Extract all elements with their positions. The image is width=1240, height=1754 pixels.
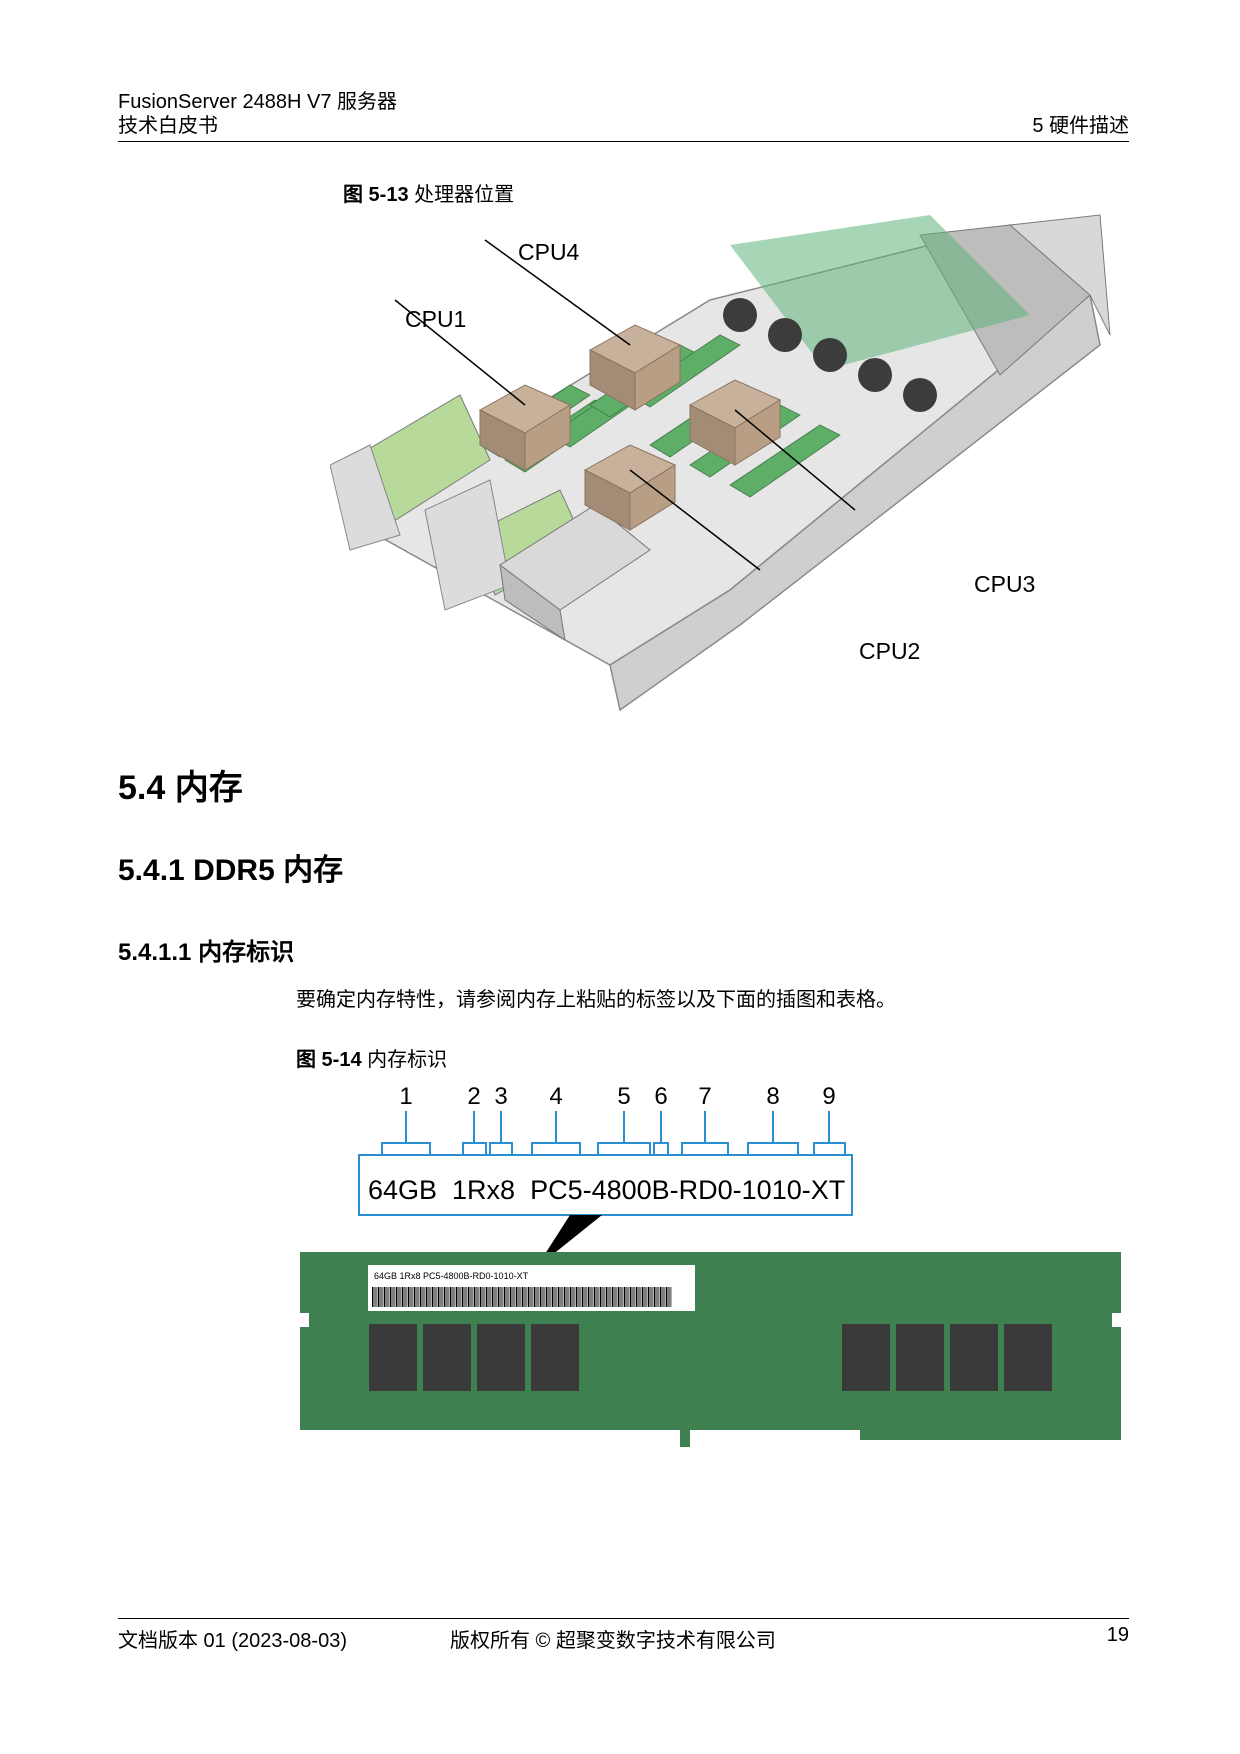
field-number-3: 3 bbox=[494, 1083, 507, 1110]
callout-cpu4: CPU4 bbox=[518, 239, 580, 265]
label-code-box bbox=[358, 1154, 853, 1216]
callout-cpu1: CPU1 bbox=[405, 306, 467, 332]
server-cpu-illustration bbox=[330, 214, 1111, 712]
backplane-board bbox=[730, 215, 1030, 370]
figure-5-13-title: 处理器位置 bbox=[414, 184, 515, 206]
heading-5-4-title: 内存 bbox=[174, 769, 243, 807]
callout-leaders bbox=[394, 239, 856, 571]
heading-5-4-1: 5.4.1 DDR5 内存 bbox=[118, 845, 343, 889]
heading-5-4-1-title: DDR5 内存 bbox=[193, 854, 344, 887]
figure-5-14-number: 图 5-14 bbox=[296, 1049, 362, 1071]
figure-5-13-caption: 图 5-13 处理器位置 bbox=[343, 178, 514, 207]
chassis-front-wall bbox=[609, 293, 1101, 712]
field-number-6: 6 bbox=[654, 1083, 667, 1110]
fan-row bbox=[723, 298, 937, 412]
heading-5-4-1-1: 5.4.1.1 内存标识 bbox=[118, 932, 294, 967]
footer-version: 文档版本 01 (2023-08-03) bbox=[118, 1630, 347, 1652]
heading-5-4-1-1-title: 内存标识 bbox=[198, 939, 295, 966]
field-numbers: 1 2 3 4 5 6 7 8 9 bbox=[399, 1083, 835, 1110]
field-number-1: 1 bbox=[399, 1083, 412, 1110]
sticker-text: 64GB 1Rx8 PC5-4800B-RD0-1010-XT bbox=[374, 1271, 529, 1281]
cpu1-heatsink bbox=[478, 384, 572, 471]
field-number-2: 2 bbox=[467, 1083, 480, 1110]
drive-cage-top bbox=[1008, 214, 1111, 336]
memory-label-diagram: 1 2 3 4 5 6 7 8 9 64GB 1Rx8 PC5-4800B-RD… bbox=[300, 1083, 1121, 1447]
heading-5-4-1-number: 5.4.1 bbox=[118, 854, 185, 887]
footer-divider bbox=[118, 1618, 1129, 1619]
psu-front bbox=[499, 563, 566, 642]
header-doc-type: 技术白皮书 bbox=[118, 115, 218, 137]
heading-5-4: 5.4 内存 bbox=[118, 760, 243, 809]
cpu3-heatsink bbox=[688, 379, 782, 466]
callout-cpu2: CPU2 bbox=[859, 638, 921, 664]
cpu2-heatsink bbox=[583, 444, 677, 531]
header-product: FusionServer 2488H V7 服务器 bbox=[118, 91, 398, 113]
cpu4-heatsink bbox=[588, 324, 682, 411]
field-number-5: 5 bbox=[617, 1083, 630, 1110]
field-number-9: 9 bbox=[822, 1083, 835, 1110]
field-number-7: 7 bbox=[698, 1083, 711, 1110]
heading-5-4-number: 5.4 bbox=[118, 769, 166, 807]
field-brackets bbox=[381, 1111, 846, 1157]
rear-io-panel bbox=[330, 444, 401, 551]
sticker-barcode bbox=[372, 1287, 672, 1307]
label-code-text: 64GB 1Rx8 PC5-4800B-RD0-1010-XT bbox=[368, 1175, 845, 1205]
callout-cpu3: CPU3 bbox=[974, 571, 1036, 597]
heading-5-4-1-1-number: 5.4.1.1 bbox=[118, 939, 192, 966]
field-number-8: 8 bbox=[766, 1083, 779, 1110]
footer-copyright: 版权所有 © 超聚变数字技术有限公司 bbox=[450, 1630, 776, 1652]
dram-chips bbox=[369, 1324, 1052, 1391]
figure-5-14-title: 内存标识 bbox=[367, 1049, 448, 1071]
figure-5-13-number: 图 5-13 bbox=[343, 184, 409, 206]
header-divider bbox=[118, 141, 1129, 142]
body-paragraph: 要确定内存特性，请参阅内存上粘贴的标签以及下面的插图和表格。 bbox=[296, 989, 896, 1011]
field-number-4: 4 bbox=[549, 1083, 562, 1110]
figure-5-14-caption: 图 5-14 内存标识 bbox=[296, 1043, 447, 1072]
footer-page-number: 19 bbox=[1106, 1624, 1129, 1646]
header-chapter: 5 硬件描述 bbox=[1032, 115, 1129, 137]
